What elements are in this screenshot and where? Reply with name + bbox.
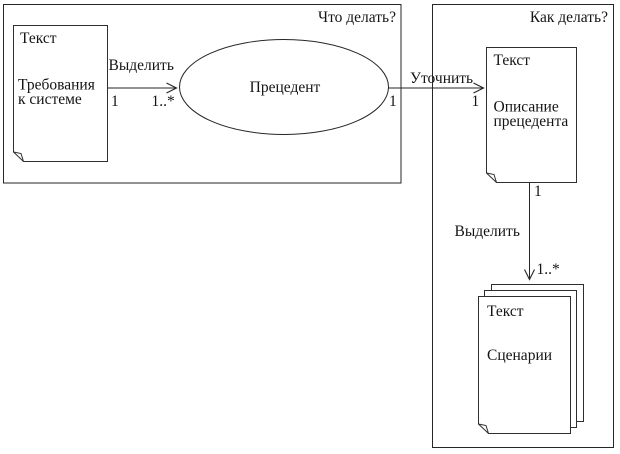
scenarios-doc-title: Сценарии bbox=[487, 347, 552, 364]
description-doc-line1: Описание bbox=[494, 99, 559, 116]
edge-extract-down: 1 Выделить 1..* bbox=[455, 183, 561, 281]
scenarios-sheet-front bbox=[478, 296, 571, 434]
folded-corner-icon bbox=[486, 172, 497, 183]
edge-extract-left: Выделить 1 1..* bbox=[107, 57, 178, 110]
what-region-frame bbox=[3, 4, 402, 184]
folded-corner-icon bbox=[13, 151, 24, 162]
requirements-doc-line1: Требования bbox=[18, 77, 95, 94]
description-doc-header: Текст bbox=[494, 52, 531, 69]
edge-refine-target-mult: 1 bbox=[472, 93, 480, 110]
what-region-title: Что делать? bbox=[318, 9, 396, 26]
description-doc-shape bbox=[486, 47, 577, 183]
how-region-frame bbox=[432, 4, 614, 448]
edge-refine: Уточнить 1 1 bbox=[388, 70, 485, 110]
edge-extract-down-label: Выделить bbox=[455, 223, 520, 240]
description-document: Текст Описание прецедента bbox=[486, 47, 577, 183]
usecase-node: Прецедент bbox=[179, 39, 389, 135]
edge-refine-label: Уточнить bbox=[410, 70, 473, 87]
edge-extract-left-target-mult: 1..* bbox=[152, 93, 176, 110]
description-doc-line2: прецедента bbox=[494, 113, 569, 130]
usecase-ellipse bbox=[179, 39, 389, 135]
edge-refine-source-mult: 1 bbox=[389, 93, 397, 110]
how-region-title: Как делать? bbox=[530, 9, 608, 26]
edge-extract-left-label: Выделить bbox=[109, 57, 174, 74]
requirements-doc-shape bbox=[13, 25, 108, 162]
folded-corner-icon bbox=[478, 423, 489, 434]
requirements-document: Текст Требования к системе bbox=[13, 25, 108, 162]
scenarios-doc-header: Текст bbox=[487, 303, 524, 320]
edge-extract-left-source-mult: 1 bbox=[111, 93, 119, 110]
requirements-doc-header: Текст bbox=[20, 30, 57, 47]
usecase-label: Прецедент bbox=[250, 79, 321, 96]
scenarios-document-stack: Текст Сценарии bbox=[478, 284, 584, 434]
requirements-doc-line2: к системе bbox=[18, 91, 82, 108]
edge-extract-down-source-mult: 1 bbox=[534, 183, 542, 200]
edge-extract-down-target-mult: 1..* bbox=[537, 261, 561, 278]
